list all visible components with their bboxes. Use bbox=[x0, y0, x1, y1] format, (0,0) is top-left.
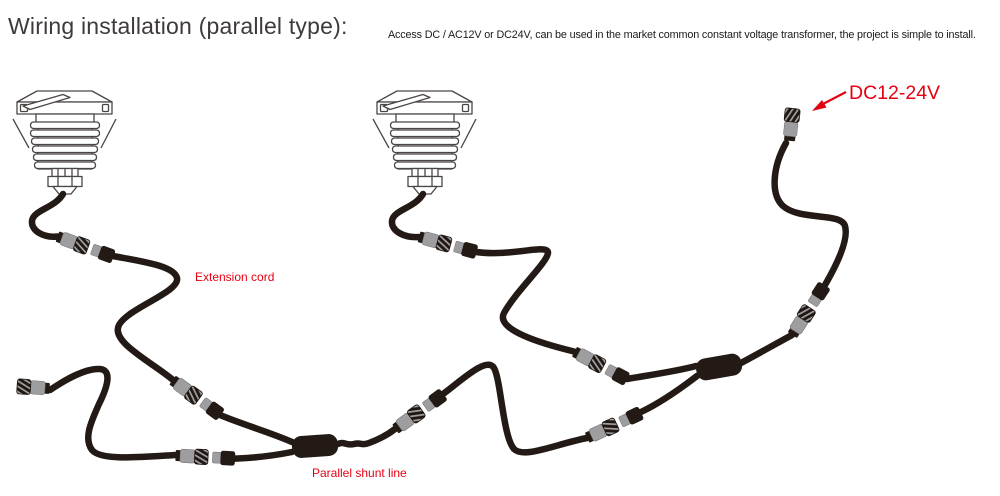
wire-left-splitter-branch bbox=[231, 448, 296, 462]
inground-light-fixture-2 bbox=[372, 90, 477, 195]
extension-cord-label: Extension cord bbox=[195, 270, 274, 284]
parallel-shunt-line-label: Parallel shunt line bbox=[312, 466, 407, 480]
connector-pair-3 bbox=[175, 448, 235, 466]
dc-voltage-label: DC12-24V bbox=[849, 82, 940, 104]
wire-end-cap-run bbox=[46, 365, 180, 461]
wire-fixture2-run bbox=[472, 246, 578, 355]
connector-pair-5 bbox=[571, 345, 631, 386]
shunt-splitter-right bbox=[694, 352, 744, 382]
wire-fixture2-drop bbox=[388, 190, 427, 241]
connector-pair-2 bbox=[168, 374, 225, 421]
page-subtitle: Access DC / AC12V or DC24V, can be used … bbox=[388, 29, 976, 41]
end-cap-connector bbox=[16, 378, 51, 397]
connector-pair-4 bbox=[417, 230, 478, 260]
wire-to-right-splitter-upper bbox=[623, 362, 700, 383]
wire-dc-riser bbox=[771, 139, 849, 289]
wire-to-right-splitter-lower bbox=[637, 372, 701, 416]
shunt-splitter-left bbox=[291, 433, 339, 459]
inground-light-fixture-1 bbox=[12, 90, 117, 195]
connector-pair-8 bbox=[786, 281, 831, 339]
page-title: Wiring installation (parallel type): bbox=[8, 13, 348, 39]
wire-right-splitter-output bbox=[737, 331, 796, 367]
wire-middle-link bbox=[439, 361, 591, 456]
connector-pair-6 bbox=[584, 406, 644, 445]
wire-left-splitter-output bbox=[334, 425, 399, 448]
connector-pair-1 bbox=[55, 230, 116, 264]
dc-input-connector bbox=[781, 107, 801, 142]
dc-arrow-icon bbox=[812, 91, 847, 111]
wire-fixture1-drop bbox=[28, 190, 67, 240]
wire-to-left-splitter bbox=[216, 411, 296, 446]
wire-extension-cord bbox=[109, 252, 181, 384]
connector-pair-7 bbox=[391, 388, 448, 435]
